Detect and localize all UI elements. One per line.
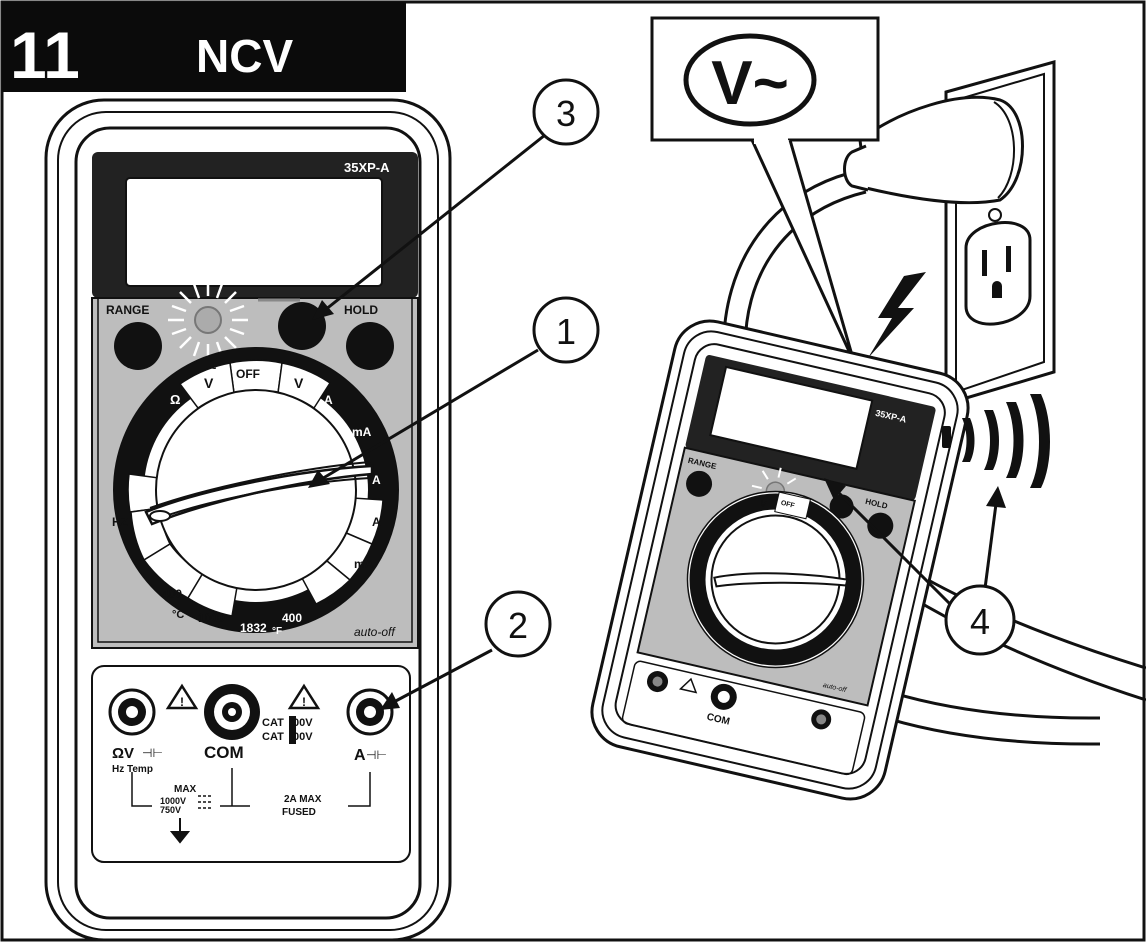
small-hold-button[interactable] [865,510,896,541]
callout-2: 2 [380,590,552,710]
small-dial-v: V [759,498,767,509]
dial-a-dc: A [372,473,381,487]
dial-a-dc-low: A [324,393,333,407]
lcd-screen [125,177,383,287]
callout-2-number: 2 [508,605,528,646]
voltage-symbol-ring [683,33,817,127]
signal-arrow-up [982,486,1006,597]
lightning-icon [868,272,926,358]
callout-4: 4 [824,478,1016,656]
svg-text:!: ! [302,695,306,709]
small-jack-panel [621,660,866,776]
dial-400c: 400 [162,587,182,601]
warning-icon [165,683,199,710]
jack-v[interactable] [108,688,156,736]
cat-rating-2: CAT 00V [262,731,313,743]
max-750v: 750V [160,805,181,815]
callout-1: 1 [308,296,600,488]
fused-label-1: 2A MAX [284,794,322,805]
small-dial-pointer [713,572,849,588]
dial-deg-f: °F [272,626,282,637]
dial-ma-ac: mA [354,557,374,571]
cat-rating-1: CAT 00V [262,717,313,729]
jack-com[interactable] [204,684,260,740]
callout-2-arrow [389,648,493,706]
ncv-signal-waves [942,394,1050,488]
hold-label: HOLD [344,303,378,317]
max-label: MAX [174,784,197,795]
dial-ohm: Ω [170,392,180,407]
voltage-symbol: V~ [711,49,789,118]
small-dial-off: OFF [780,500,796,510]
dial-deg-c: °C [172,609,184,621]
dial-hz: HZ [112,515,128,529]
warning-icon [287,683,321,710]
callout-3: 3 [312,78,600,320]
range-label: RANGE [106,303,149,317]
svg-text:!: ! [180,695,184,709]
callout-1-arrow [319,348,539,482]
meter-holster-inner [57,111,439,931]
dial-1832: 1832 [240,621,267,635]
auto-off-label: auto-off [354,625,396,639]
ncv-indicator-lamp [168,280,248,360]
jack-v-label: ΩV [112,745,134,762]
rotary-dial[interactable] [113,347,399,633]
pointer-tip [149,510,171,522]
small-com-label: COM [706,712,731,728]
jack-a-label: A [354,747,366,764]
jack-a[interactable] [346,688,394,736]
dial-labels: OFF V ~ V Ω A mA A A mA A HZ 400 °C 1000… [112,363,396,639]
screw [988,208,1002,222]
ground-icon [169,818,191,844]
callout-3-arrow [319,133,546,316]
dial-ma-dc: mA [352,425,372,439]
header-bar [2,2,406,92]
dial-v-ac: V [204,375,214,391]
dial-a-ac-low: A [326,593,335,607]
range-button[interactable] [114,322,162,370]
callout-4-arrow [830,484,952,606]
small-warning-icon [678,677,698,694]
jack-panel [91,665,411,863]
step-title: NCV [196,30,293,82]
dial-off: OFF [236,367,260,381]
face-plate-inner [97,297,413,643]
small-lcd [709,365,874,471]
jack-com-label: COM [204,743,244,762]
receptacle [964,221,1032,326]
speech-bubble: V~ [650,16,880,363]
jack-brackets [131,768,371,807]
step-number: 11 [10,18,80,92]
capacitor-icon: ⊣⊢ [142,746,163,760]
jack-v-sublabel: Hz Temp [112,764,153,775]
callout-4-number: 4 [970,601,990,642]
ncv-button[interactable] [278,302,326,350]
dial-1000: 1000 [198,611,225,625]
callout-3-number: 3 [556,93,576,134]
small-range-button[interactable] [683,468,714,499]
multimeter-large: 35XP-A RANGE HOLD [44,98,452,942]
multimeter-small: 35XP-A RANGE HOLD OFF V auto-off [590,319,970,801]
dial-v-ac-sym: ~ [210,363,217,375]
dial-v-dc: V [294,375,304,391]
capacitor-icon: ⊣⊢ [366,748,387,762]
step-header: 11 NCV [2,2,406,92]
max-1000v: 1000V [160,796,186,806]
dial-a-ac: A [372,515,381,529]
dial-400f: 400 [282,611,302,625]
model-label: 35XP-A [344,160,390,175]
callout-1-number: 1 [556,311,576,352]
power-plug [843,95,1024,205]
hold-button[interactable] [346,322,394,370]
fused-label-2: FUSED [282,807,316,818]
